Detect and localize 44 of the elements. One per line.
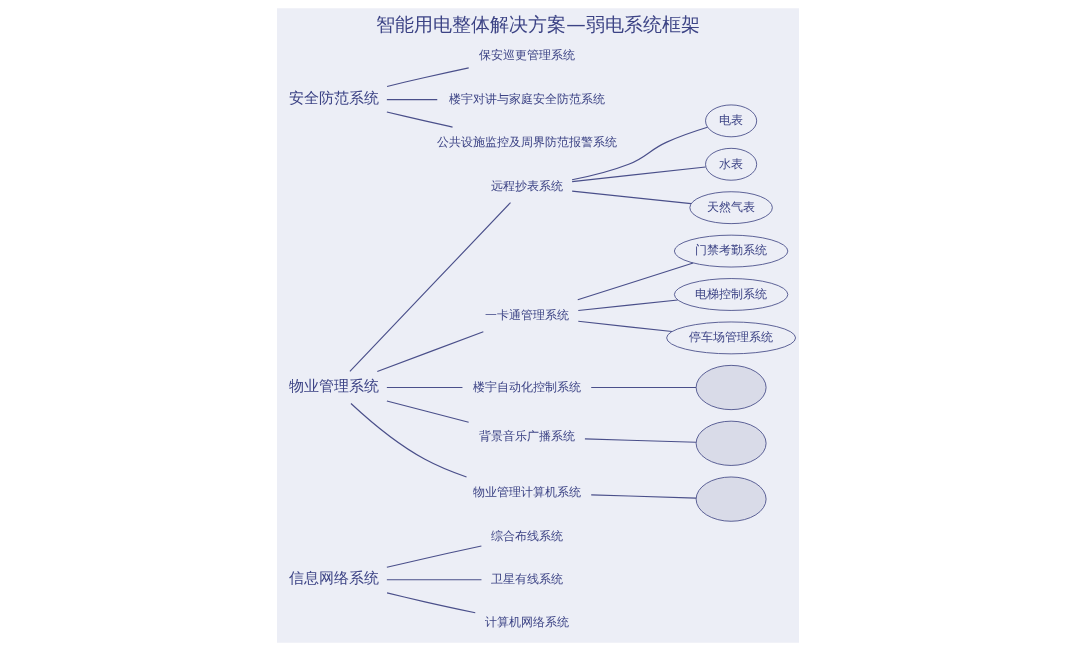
connector: [385, 579, 482, 581]
node-text: 背景音乐广播系统: [478, 428, 575, 444]
node-ellipse: 门禁考勤系统: [673, 234, 788, 268]
node-ellipse: [695, 364, 767, 411]
node-ellipse: [695, 476, 767, 522]
connector: [385, 400, 469, 423]
node-text: 信息网络系统: [288, 569, 379, 588]
node-text: 楼宇对讲与家庭安全防范系统: [448, 90, 605, 106]
node-text: 远程抄表系统: [490, 177, 563, 193]
node-text: 保安巡更管理系统: [478, 47, 575, 63]
node-ellipse: 电梯控制系统: [673, 278, 788, 311]
connector: [385, 111, 453, 128]
connector: [385, 99, 438, 101]
connector: [376, 331, 484, 373]
connector: [385, 386, 463, 389]
node-text: 公共设施监控及周界防范报警系统: [436, 134, 617, 150]
node-ellipse: 停车场管理系统: [665, 321, 796, 355]
node-ellipse: 天然气表: [688, 191, 773, 225]
connector: [349, 402, 467, 478]
connector: [348, 202, 511, 372]
connector: [386, 592, 476, 614]
node-ellipse: 电表: [704, 104, 757, 138]
node-text: 一卡通管理系统: [484, 307, 569, 323]
connector: [577, 320, 673, 333]
node-text: 计算机网络系统: [484, 614, 569, 630]
connector: [571, 166, 706, 183]
connector: [590, 386, 697, 389]
connector: [590, 494, 697, 499]
node-ellipse: 水表: [704, 147, 757, 181]
connector: [571, 126, 708, 181]
connector: [385, 545, 482, 568]
connector: [386, 67, 469, 87]
node-text: 楼宇自动化控制系统: [472, 378, 581, 394]
node-text: 卫星有线系统: [490, 571, 563, 587]
diagram-title: 智能用电整体解决方案—弱电系统框架: [375, 13, 700, 37]
node-text: 物业管理计算机系统: [472, 484, 581, 500]
node-ellipse: [695, 420, 767, 466]
connector: [576, 262, 694, 301]
node-text: 安全防范系统: [288, 89, 379, 108]
node-text: 物业管理系统: [288, 377, 379, 396]
connector: [571, 190, 692, 205]
connector: [577, 299, 678, 312]
connector: [583, 438, 697, 443]
node-text: 综合布线系统: [490, 527, 563, 543]
